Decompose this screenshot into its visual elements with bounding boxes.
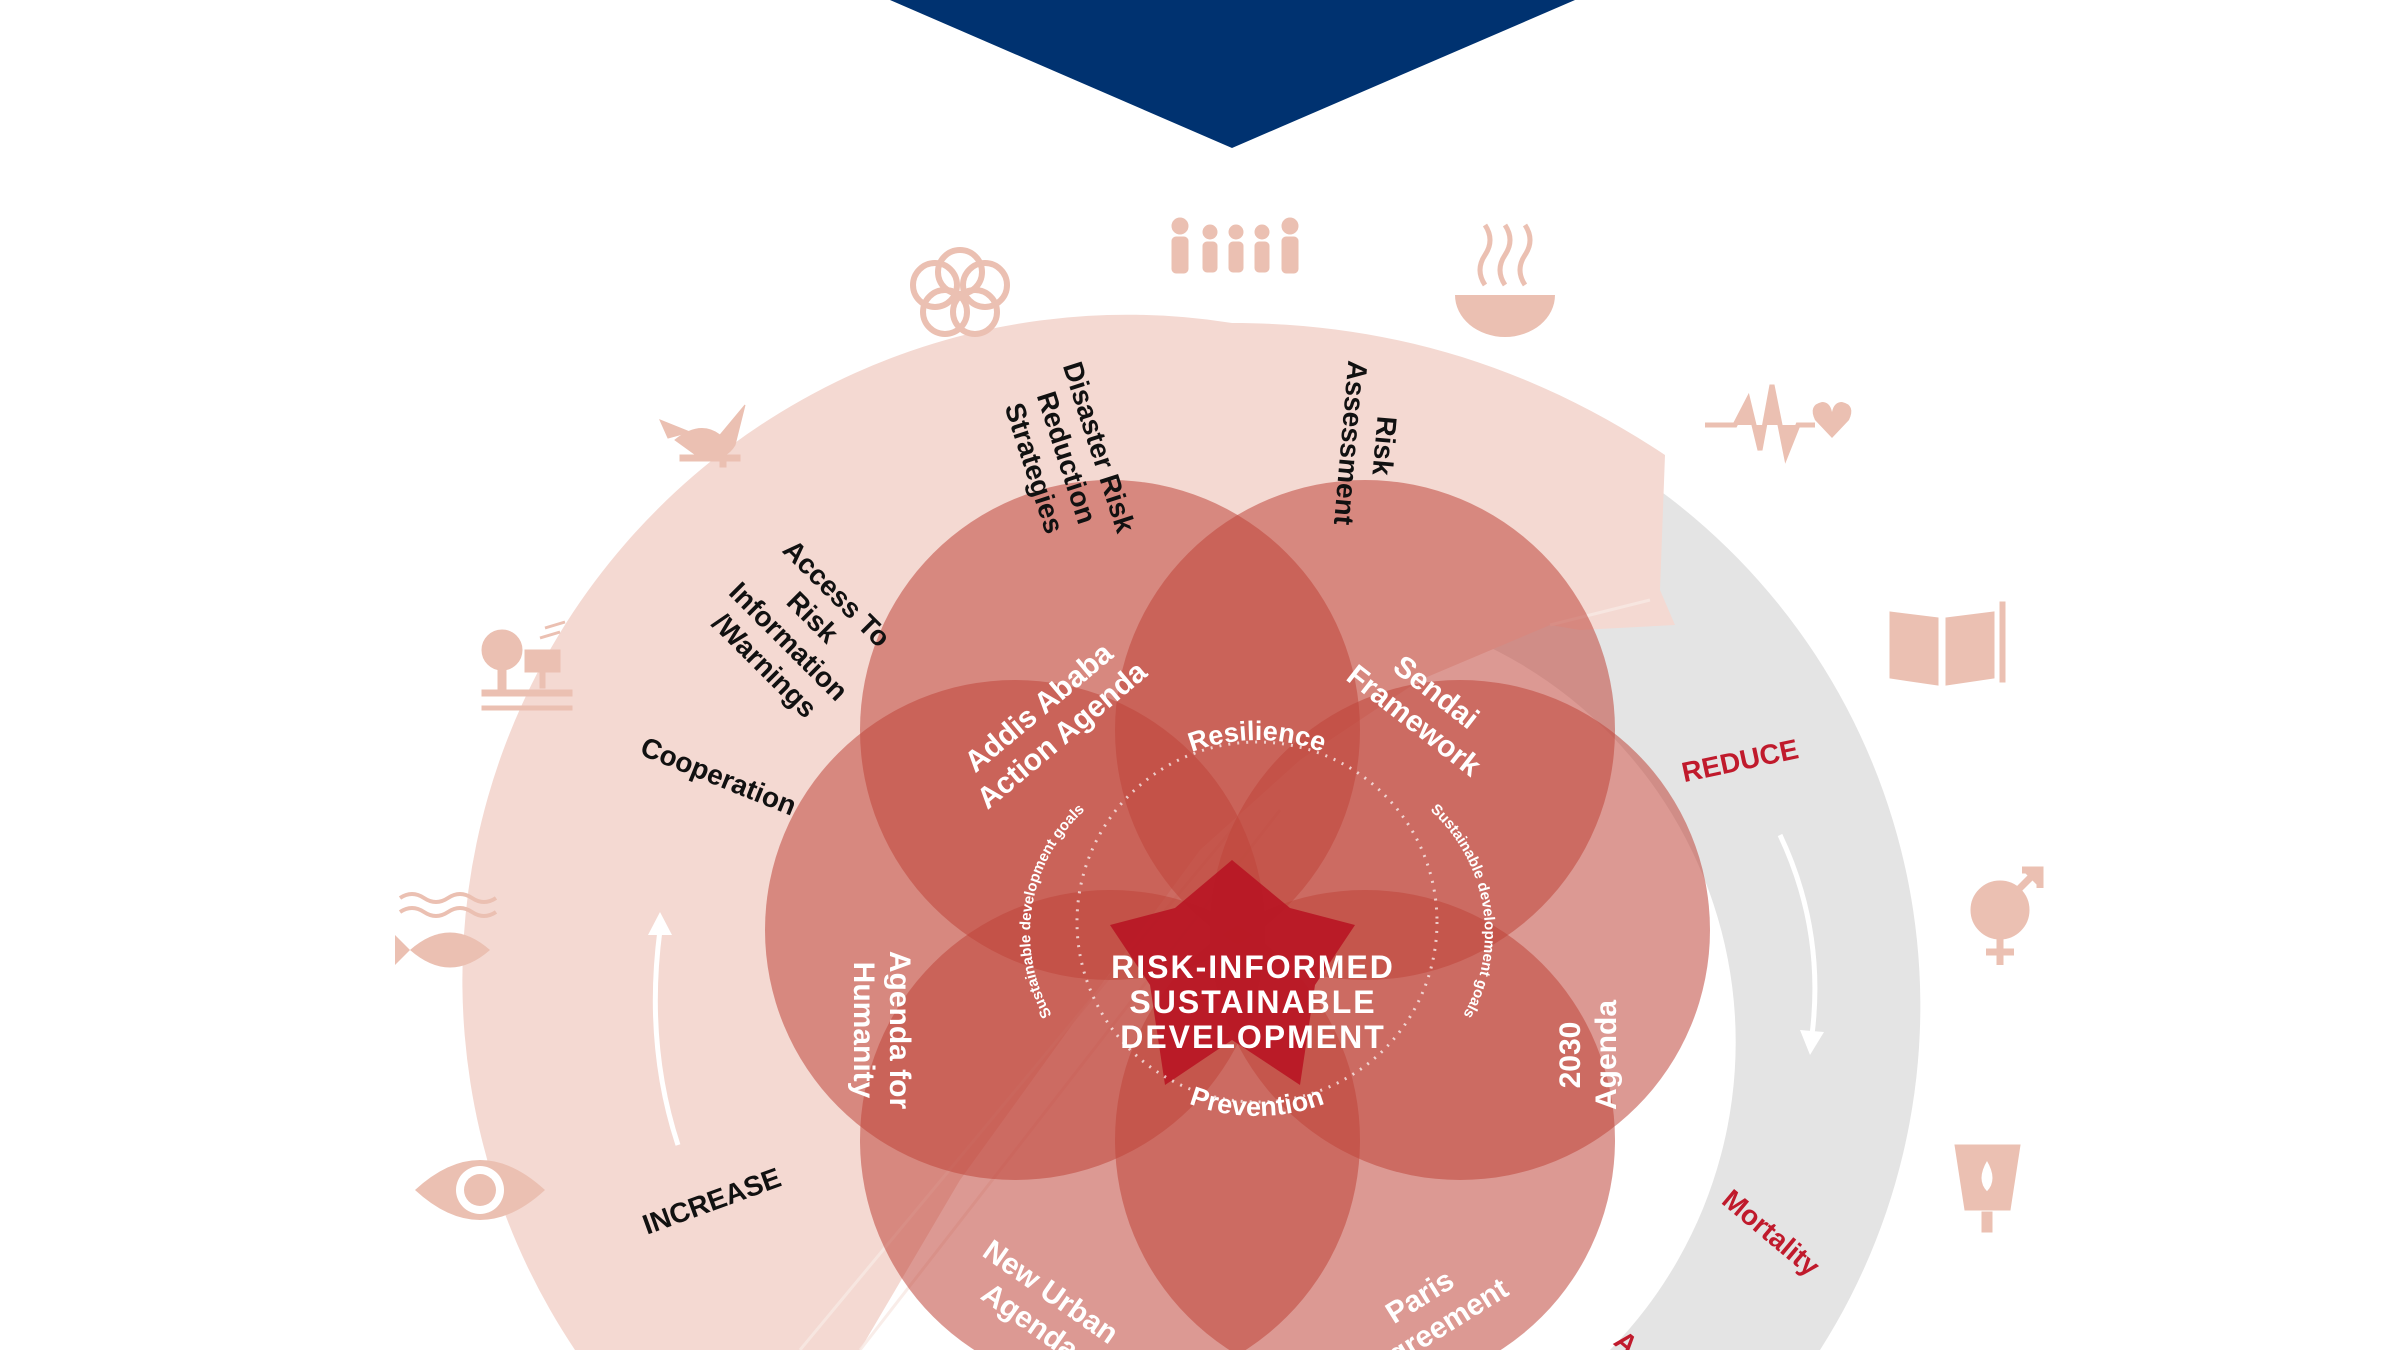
svg-text:Humanity: Humanity bbox=[847, 962, 880, 1099]
agenda2030-label: 2030 Agenda bbox=[1554, 1000, 1623, 1110]
svg-text:2030: 2030 bbox=[1554, 1022, 1587, 1089]
clean-water-icon bbox=[1954, 1144, 2021, 1233]
book-icon bbox=[1889, 601, 2006, 686]
svg-text:Risk: Risk bbox=[1366, 415, 1402, 477]
center-line-1: RISK-INFORMED bbox=[1111, 949, 1395, 985]
life-below-water-icon bbox=[395, 892, 498, 968]
top-banner bbox=[890, 0, 1575, 148]
increase-arrow bbox=[648, 912, 681, 1146]
svg-text:Agenda for: Agenda for bbox=[883, 951, 916, 1110]
center-line-3: DEVELOPMENT bbox=[1120, 1019, 1386, 1055]
inner-ring bbox=[1075, 740, 1439, 1104]
reduce-arrow bbox=[1777, 833, 1824, 1055]
svg-text:Agenda: Agenda bbox=[1590, 1000, 1623, 1110]
partnership-rings-icon bbox=[910, 247, 1010, 337]
food-bowl-icon bbox=[1455, 223, 1555, 337]
family-icon bbox=[1171, 217, 1299, 274]
humanity-label: Agenda for Humanity bbox=[847, 951, 916, 1110]
gender-equality-icon bbox=[1970, 866, 2044, 965]
heartbeat-icon bbox=[1705, 384, 1852, 464]
eye-globe-icon bbox=[415, 1160, 545, 1220]
peace-dove-icon bbox=[659, 404, 746, 468]
reduce-band bbox=[1420, 480, 1921, 1350]
core-star bbox=[1110, 860, 1355, 1085]
center-line-2: SUSTAINABLE bbox=[1129, 984, 1376, 1020]
life-on-land-icon bbox=[481, 620, 573, 711]
